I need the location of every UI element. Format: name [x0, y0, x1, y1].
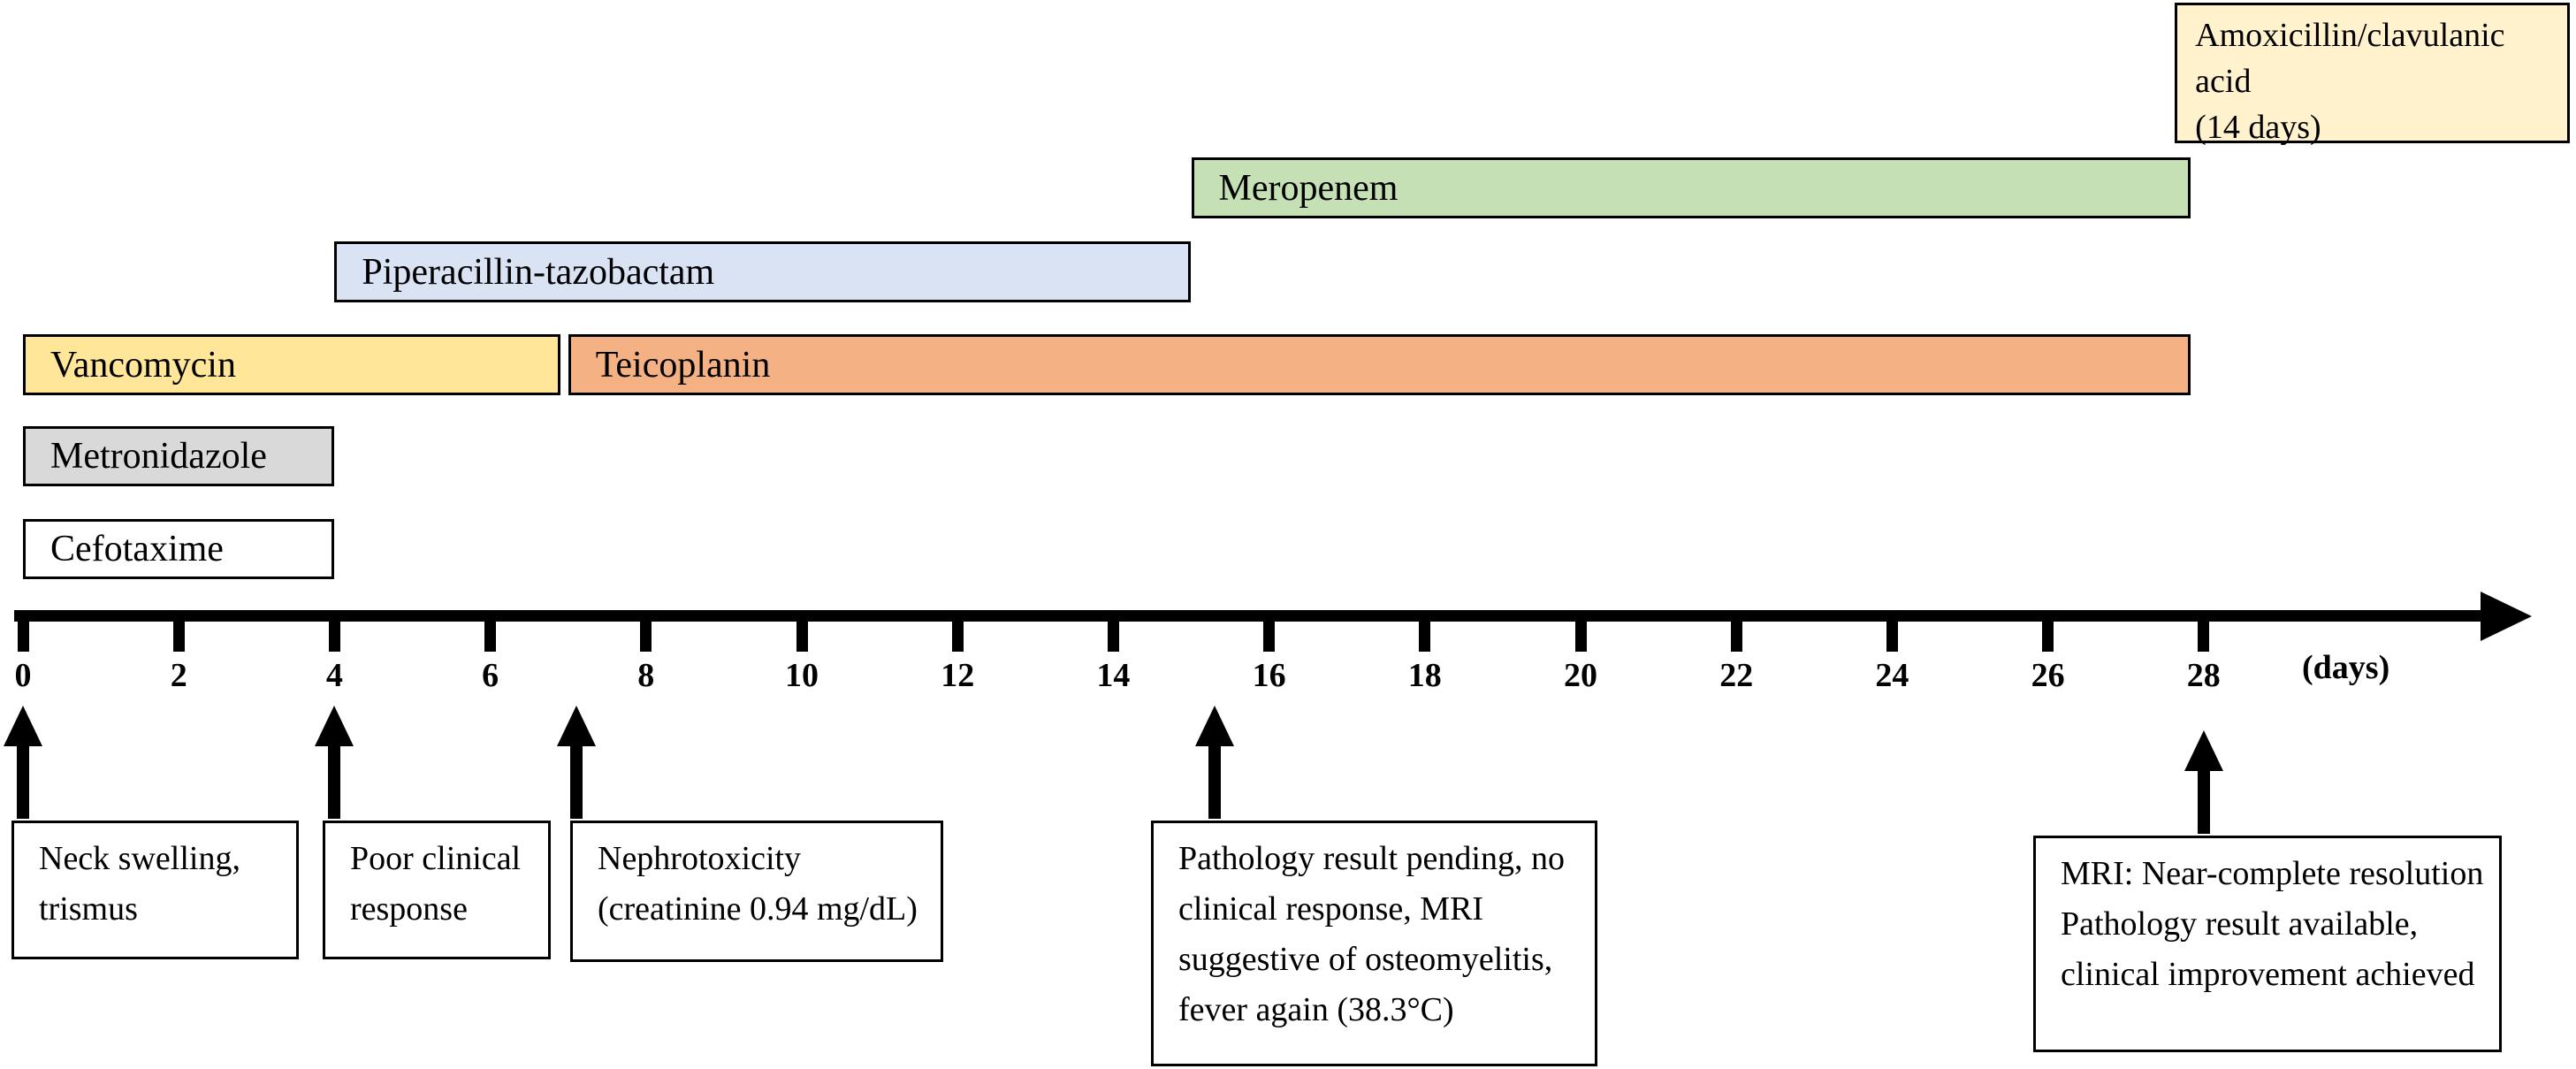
bar-piperacillin-tazobactam: Piperacillin-tazobactam	[334, 241, 1192, 302]
event-text-line: Poor clinical	[350, 840, 522, 877]
axis-tick-label: 0	[14, 657, 32, 694]
arrow-head	[1194, 706, 1234, 746]
axis-arrowhead-icon	[2481, 592, 2532, 641]
bar-metronidazole: Metronidazole	[23, 426, 335, 486]
axis-tick-day-20	[1574, 616, 1587, 652]
event-text-line: Nephrotoxicity	[598, 840, 802, 877]
axis-tick-label: 14	[1096, 657, 1131, 694]
axis-tick-day-24	[1886, 616, 1898, 652]
event-text-line: Pathology result pending, no	[1178, 840, 1565, 877]
event-text-line: response	[350, 890, 468, 928]
axis-tick-day-16	[1263, 616, 1276, 652]
bar-amoxicillin-clavulanic-acid: Amoxicillin/clavulanic acid (14 days)	[2175, 3, 2570, 146]
axis-tick-day-6	[484, 616, 497, 652]
axis-tick-day-0	[17, 616, 29, 652]
axis-tick-day-12	[951, 616, 964, 652]
event-text-line: (creatinine 0.94 mg/dL)	[598, 890, 918, 928]
bar-teicoplanin: Teicoplanin	[568, 334, 2191, 395]
event-box-day-0: Neck swelling, trismus	[11, 821, 299, 959]
axis-tick-day-8	[640, 616, 652, 652]
arrow-shaft	[328, 741, 341, 819]
axis-tick-label: 26	[2031, 657, 2065, 694]
bar-vancomycin: Vancomycin	[23, 334, 560, 395]
bar-cefotaxime: Cefotaxime	[23, 519, 335, 579]
arrow-shaft	[569, 741, 583, 819]
event-box-day-15.3: Pathology result pending, no clinical res…	[1151, 821, 1597, 1066]
arrow-shaft	[2197, 766, 2210, 834]
axis-tick-day-14	[1107, 616, 1119, 652]
axis-tick-label: 10	[785, 657, 819, 694]
axis-tick-day-10	[796, 616, 808, 652]
axis-tick-label: 12	[941, 657, 975, 694]
axis-tick-day-22	[1730, 616, 1742, 652]
event-text-line: Neck swelling,	[39, 840, 240, 877]
axis-tick-label: 2	[170, 657, 187, 694]
axis-tick-day-28	[2198, 616, 2210, 652]
axis-tick-label: 28	[2186, 657, 2221, 694]
bar-label-line: acid	[2195, 63, 2252, 100]
event-text-line: MRI: Near-complete resolution	[2061, 855, 2484, 892]
bar-label-line: Amoxicillin/clavulanic	[2195, 17, 2505, 54]
axis-tick-label: 6	[482, 657, 499, 694]
event-text-line: clinical improvement achieved	[2061, 956, 2475, 993]
bar-label: Piperacillin-tazobactam	[362, 251, 715, 293]
event-text-line: Pathology result available,	[2061, 905, 2419, 943]
arrow-head	[556, 706, 596, 746]
axis-tick-label: 22	[1719, 657, 1754, 694]
bar-meropenem: Meropenem	[1191, 157, 2191, 218]
axis-tick-day-26	[2042, 616, 2054, 652]
axis-unit-label: (days)	[2302, 649, 2390, 686]
bar-label: Vancomycin	[50, 344, 236, 386]
axis-tick-label: 20	[1564, 657, 1597, 694]
bar-label: Metronidazole	[50, 436, 267, 477]
axis-tick-day-18	[1419, 616, 1431, 652]
event-text-line: suggestive of osteomyelitis,	[1178, 941, 1553, 978]
bar-label: Teicoplanin	[595, 344, 771, 386]
arrow-shaft	[1208, 741, 1221, 819]
axis-tick-day-2	[172, 616, 185, 652]
axis-tick-label: 24	[1875, 657, 1909, 694]
arrow-head	[2184, 730, 2223, 771]
axis-tick-day-4	[328, 616, 340, 652]
axis-tick-label: 18	[1407, 657, 1442, 694]
event-text-line: clinical response, MRI	[1178, 890, 1484, 928]
arrow-shaft	[17, 741, 29, 819]
arrow-head	[4, 706, 42, 746]
bar-label: Cefotaxime	[50, 529, 224, 569]
bar-label: Meropenem	[1218, 167, 1399, 209]
timeline-axis-line	[14, 610, 2481, 622]
axis-tick-label: 16	[1252, 657, 1286, 694]
event-box-day-7.1: Nephrotoxicity (creatinine 0.94 mg/dL)	[570, 821, 943, 962]
event-text-line: trismus	[39, 890, 138, 928]
axis-tick-label: 4	[325, 657, 343, 694]
event-text-line: fever again (38.3°C)	[1178, 991, 1454, 1028]
event-box-day-4: Poor clinical response	[323, 821, 551, 959]
axis-tick-label: 8	[637, 657, 655, 694]
bar-label-line: (14 days)	[2195, 109, 2321, 146]
arrow-head	[315, 706, 354, 746]
